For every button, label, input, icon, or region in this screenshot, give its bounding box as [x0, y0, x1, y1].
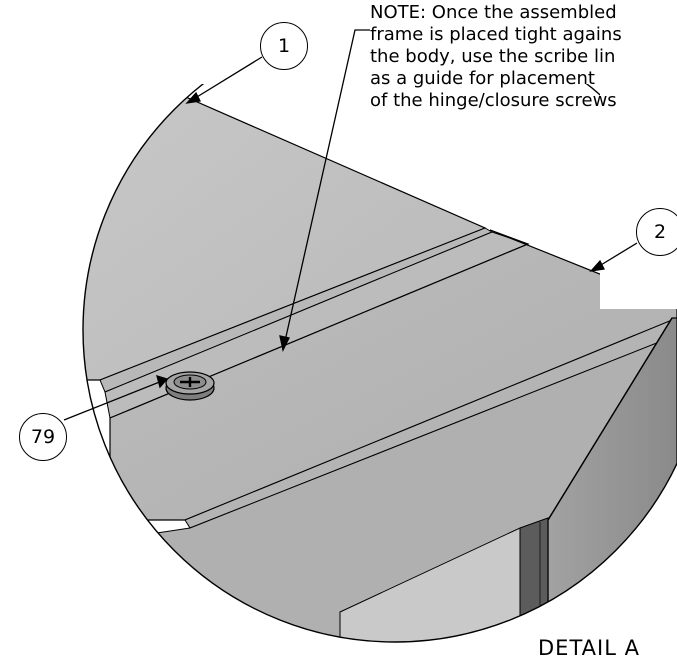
note-line-1: NOTE: Once the assembled	[370, 2, 617, 23]
balloon-item-79: 79	[19, 413, 67, 461]
assembly-note: NOTE: Once the assembled frame is placed…	[370, 2, 622, 112]
door-opening	[339, 527, 521, 642]
cabinet-geometry	[83, 79, 677, 642]
leader-lines	[63, 29, 638, 421]
screw-79	[165, 371, 215, 401]
balloon-item-1: 1	[260, 22, 308, 70]
note-line-3: the body, use the scribe lin	[370, 46, 616, 67]
note-line-5: of the hinge/closure screws	[370, 90, 617, 111]
note-line-2: frame is placed tight agains	[370, 24, 622, 45]
detail-label: DETAIL A	[538, 636, 640, 660]
balloon-item-2: 2	[636, 208, 677, 256]
body-front-lip	[184, 317, 677, 529]
note-line-4: as a guide for placement	[370, 68, 595, 89]
